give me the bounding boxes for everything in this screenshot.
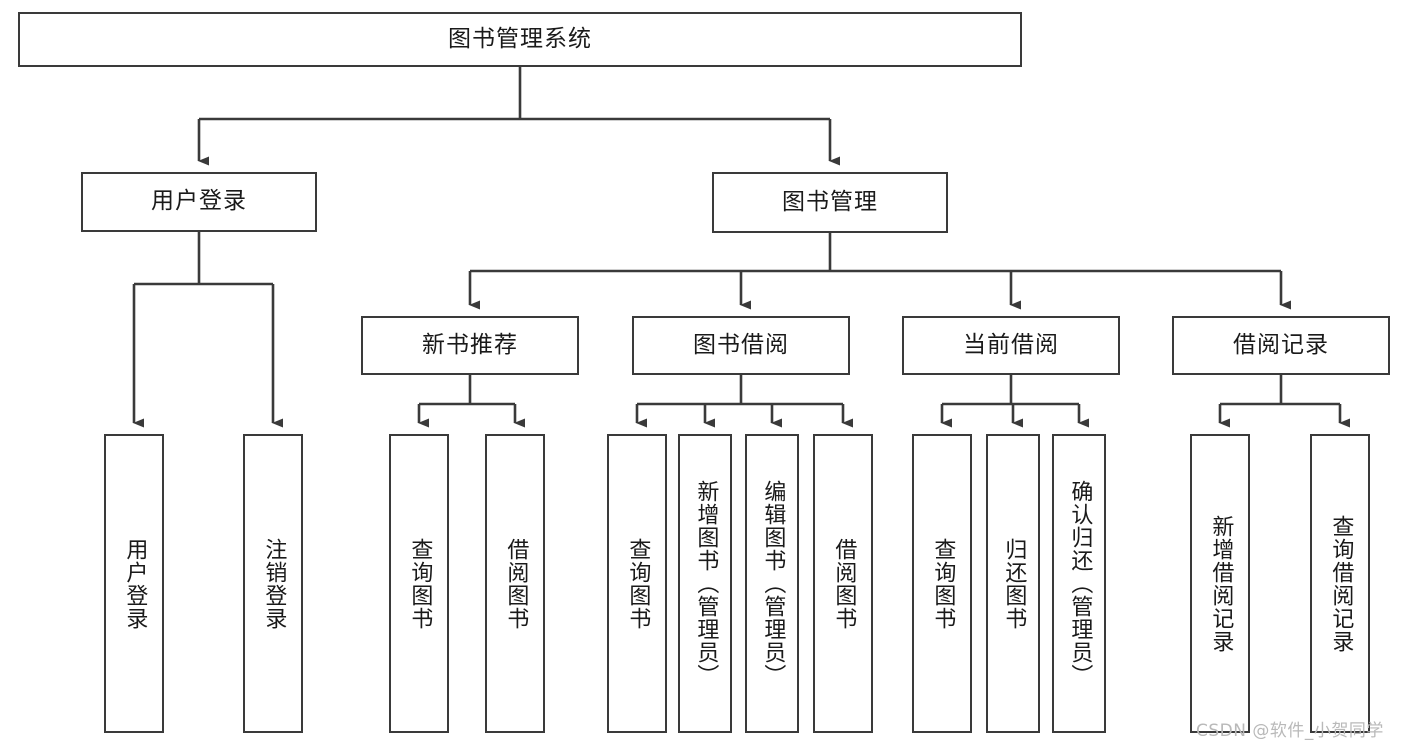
node-leaf-user-logout[interactable]: 注销登录 — [243, 434, 303, 733]
node-current-borrow[interactable]: 当前借阅 — [902, 316, 1120, 375]
node-book-manage[interactable]: 图书管理 — [712, 172, 948, 233]
node-user-login[interactable]: 用户登录 — [81, 172, 317, 232]
node-leaf-query-book-current[interactable]: 查询图书 — [912, 434, 972, 733]
node-leaf-add-borrow-record[interactable]: 新增借阅记录 — [1190, 434, 1250, 733]
node-leaf-query-borrow-record-label: 查询借阅记录 — [1328, 514, 1354, 653]
csdn-watermark: CSDN @软件_小贺同学 — [1196, 721, 1384, 741]
node-leaf-user-logout-label: 注销登录 — [261, 537, 287, 630]
node-new-book-recommend-label: 新书推荐 — [422, 331, 518, 358]
node-user-login-label: 用户登录 — [151, 188, 247, 215]
node-leaf-user-login-label: 用户登录 — [122, 537, 148, 630]
node-borrow-record[interactable]: 借阅记录 — [1172, 316, 1390, 375]
node-root-label: 图书管理系统 — [448, 25, 592, 52]
node-leaf-return-book-label: 归还图书 — [1001, 537, 1027, 630]
node-new-book-recommend[interactable]: 新书推荐 — [361, 316, 579, 375]
node-leaf-query-book-borrow[interactable]: 查询图书 — [607, 434, 667, 733]
node-leaf-query-book-recommend-label: 查询图书 — [407, 537, 433, 630]
node-leaf-add-borrow-record-label: 新增借阅记录 — [1208, 514, 1234, 653]
node-leaf-add-book[interactable]: 新增图书（管理员） — [678, 434, 732, 733]
node-book-manage-label: 图书管理 — [782, 188, 878, 215]
node-book-borrow[interactable]: 图书借阅 — [632, 316, 850, 375]
node-leaf-confirm-return[interactable]: 确认归还（管理员） — [1052, 434, 1106, 733]
node-leaf-query-book-current-label: 查询图书 — [930, 537, 956, 630]
node-root[interactable]: 图书管理系统 — [18, 12, 1022, 67]
node-leaf-query-book-recommend[interactable]: 查询图书 — [389, 434, 449, 733]
node-leaf-borrow-book-label: 借阅图书 — [831, 537, 857, 630]
node-leaf-borrow-book[interactable]: 借阅图书 — [813, 434, 873, 733]
node-leaf-query-borrow-record[interactable]: 查询借阅记录 — [1310, 434, 1370, 733]
node-leaf-query-book-borrow-label: 查询图书 — [625, 537, 651, 630]
node-leaf-return-book[interactable]: 归还图书 — [986, 434, 1040, 733]
node-leaf-edit-book-label: 编辑图书（管理员） — [760, 480, 786, 687]
node-leaf-add-book-label: 新增图书（管理员） — [693, 480, 719, 687]
node-borrow-record-label: 借阅记录 — [1233, 331, 1329, 358]
node-leaf-borrow-book-recommend-label: 借阅图书 — [503, 537, 529, 630]
node-leaf-borrow-book-recommend[interactable]: 借阅图书 — [485, 434, 545, 733]
node-leaf-user-login[interactable]: 用户登录 — [104, 434, 164, 733]
node-leaf-confirm-return-label: 确认归还（管理员） — [1067, 480, 1093, 687]
node-book-borrow-label: 图书借阅 — [693, 331, 789, 358]
node-current-borrow-label: 当前借阅 — [963, 331, 1059, 358]
node-leaf-edit-book[interactable]: 编辑图书（管理员） — [745, 434, 799, 733]
